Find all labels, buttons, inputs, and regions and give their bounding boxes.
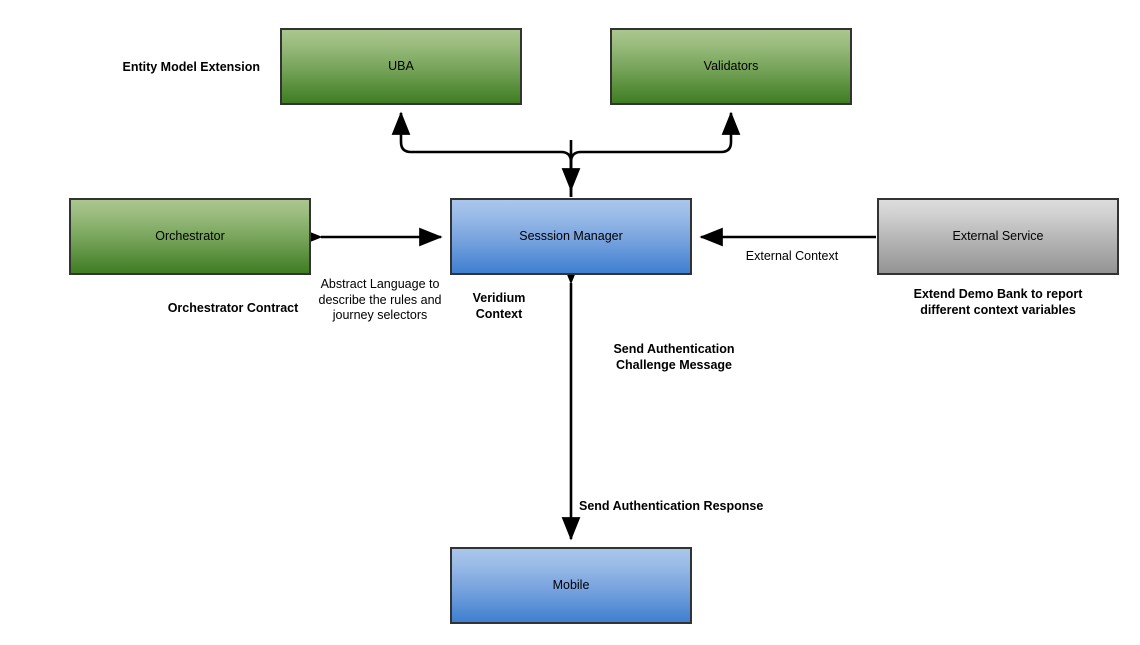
- annotation-abstract-language: Abstract Language to describe the rules …: [318, 277, 442, 323]
- annotation-send-auth-response: Send Authentication Response: [579, 499, 764, 513]
- node-uba[interactable]: UBA: [280, 28, 522, 105]
- annotation-entity-model-extension: Entity Model Extension: [122, 60, 260, 74]
- node-uba-label: UBA: [388, 59, 414, 73]
- connector-session-to-validators: [391, 111, 573, 197]
- node-session-manager-label: Sesssion Manager: [519, 229, 623, 243]
- annotation-extend-demo-bank: Extend Demo Bank to report different con…: [913, 287, 1083, 317]
- node-orchestrator[interactable]: Orchestrator: [69, 198, 311, 275]
- node-validators-label: Validators: [703, 59, 759, 73]
- annotation-send-auth-challenge: Send Authentication Challenge Message: [613, 342, 735, 372]
- node-orchestrator-label: Orchestrator: [155, 229, 225, 243]
- node-mobile-label: Mobile: [552, 578, 590, 592]
- annotation-orchestrator-contract: Orchestrator Contract: [167, 301, 299, 315]
- annotation-external-context: External Context: [745, 249, 839, 263]
- node-session-manager[interactable]: Sesssion Manager: [450, 198, 692, 275]
- annotation-veridium-context: Veridium Context: [472, 291, 526, 321]
- node-validators[interactable]: Validators: [610, 28, 852, 105]
- connector-session-to-uba: [569, 111, 741, 197]
- node-external-service-label: External Service: [952, 229, 1044, 243]
- node-external-service[interactable]: External Service: [877, 198, 1119, 275]
- node-mobile[interactable]: Mobile: [450, 547, 692, 624]
